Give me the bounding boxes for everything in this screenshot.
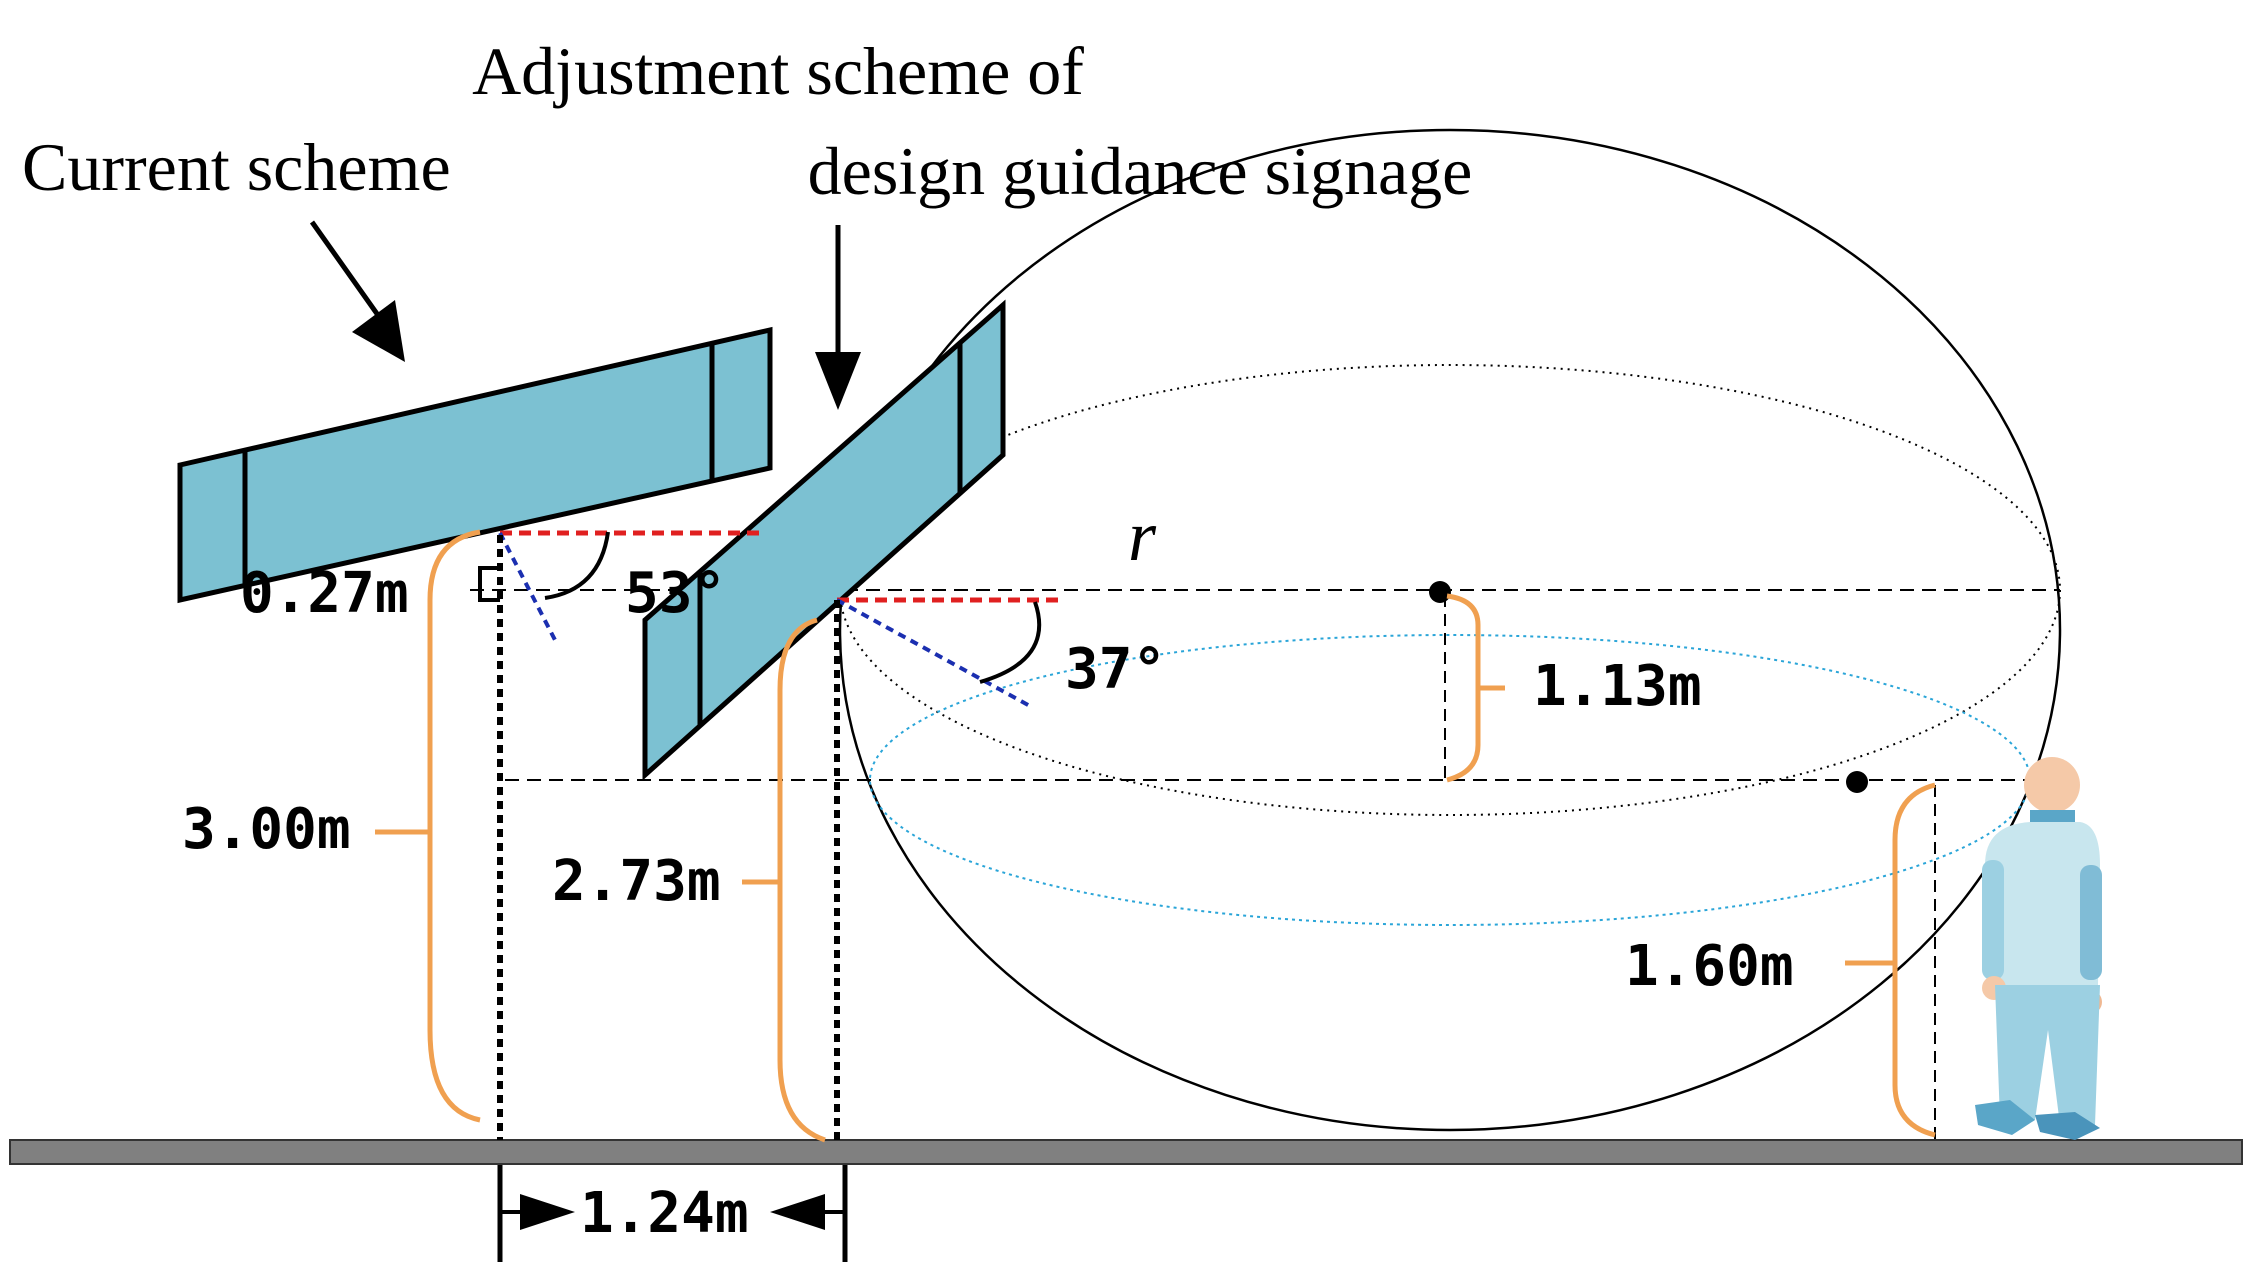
sphere-center-dot — [1429, 581, 1451, 603]
label-dim-horizontal: 1.24m — [580, 1181, 749, 1246]
label-radius: r — [1128, 496, 1157, 576]
arrow-adjusted — [815, 225, 861, 410]
label-adjustment-line1: Adjustment scheme of — [472, 33, 1084, 109]
current-sign — [177, 326, 773, 604]
adjusted-angle-arc — [979, 601, 1042, 684]
label-dim-current-height: 3.00m — [182, 797, 351, 862]
bracket-1.60m — [1845, 782, 1936, 1138]
adjusted-sign — [642, 299, 1006, 781]
label-dim-adjusted-height: 2.73m — [552, 849, 721, 914]
bracket-1.13m — [1446, 593, 1505, 783]
label-angle-adjusted: 37° — [1065, 637, 1166, 702]
label-current-scheme: Current scheme — [22, 129, 451, 205]
offset-bracket — [478, 566, 500, 602]
label-adjustment-line2: design guidance signage — [808, 133, 1473, 209]
label-dim-offset: 0.27m — [240, 561, 409, 626]
eye-dot — [1846, 771, 1868, 793]
adjusted-sight-line — [836, 598, 1031, 708]
current-angle-arc — [544, 531, 610, 600]
current-sight-line — [498, 532, 557, 641]
label-dim-eye-offset: 1.13m — [1533, 654, 1702, 719]
label-dim-eye-height: 1.60m — [1625, 934, 1794, 999]
visual-sphere — [838, 128, 2062, 1132]
arrow-current — [309, 220, 405, 362]
horizontal-dimension — [497, 1165, 848, 1262]
person-figure — [1975, 757, 2102, 1140]
label-angle-current: 53° — [625, 561, 726, 626]
bracket-2.73m — [742, 617, 826, 1143]
ground-bar — [9, 1139, 2243, 1165]
bracket-3.00m — [375, 529, 481, 1123]
